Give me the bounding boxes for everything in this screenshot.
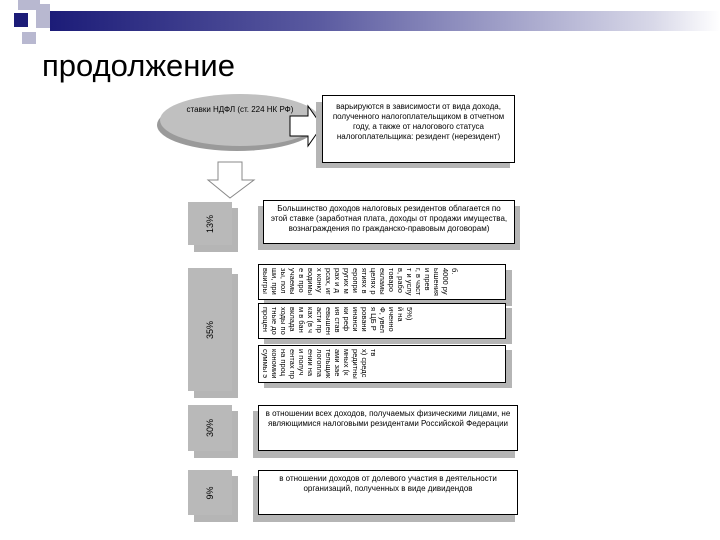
rate-label-text: 9% [205,485,215,500]
rate-35-item-1: выигрыши, призы, получаемые в проводимых… [258,264,506,300]
decor-square [22,32,36,44]
rate-label-35: 35% [188,268,232,391]
header-bar [50,11,720,31]
rate-label-text: 35% [205,320,215,339]
rate-35-item-2: процентные доходы по вкладам в банках (в… [258,303,506,339]
rate-35-item-3: суммы экономии на процентах при получени… [258,345,506,383]
rate-box-13: Большинство доходов налоговых резидентов… [263,200,515,244]
slide-title: продолжение [42,48,235,83]
rate-label-9: 9% [188,470,232,515]
top-box: варьируются в зависимости от вида дохода… [322,95,515,163]
ellipse-text: ставки НДФЛ (ст. 224 НК РФ) [186,105,294,114]
arrow-right-icon [289,104,323,148]
rate-label-text: 13% [205,214,215,233]
decor-square [18,0,40,10]
rate-box-30: в отношении всех доходов, получаемых физ… [258,405,518,451]
decor-square [14,13,28,27]
decor-square [36,4,50,28]
rate-box-9: в отношении доходов от долевого участия … [258,470,518,515]
rate-label-13: 13% [188,202,232,245]
rate-label-text: 30% [205,418,215,438]
rate-label-30: 30% [188,405,232,451]
arrow-down-icon [206,161,256,199]
ndfl-rates-ellipse: ставки НДФЛ (ст. 224 НК РФ) [160,94,320,146]
